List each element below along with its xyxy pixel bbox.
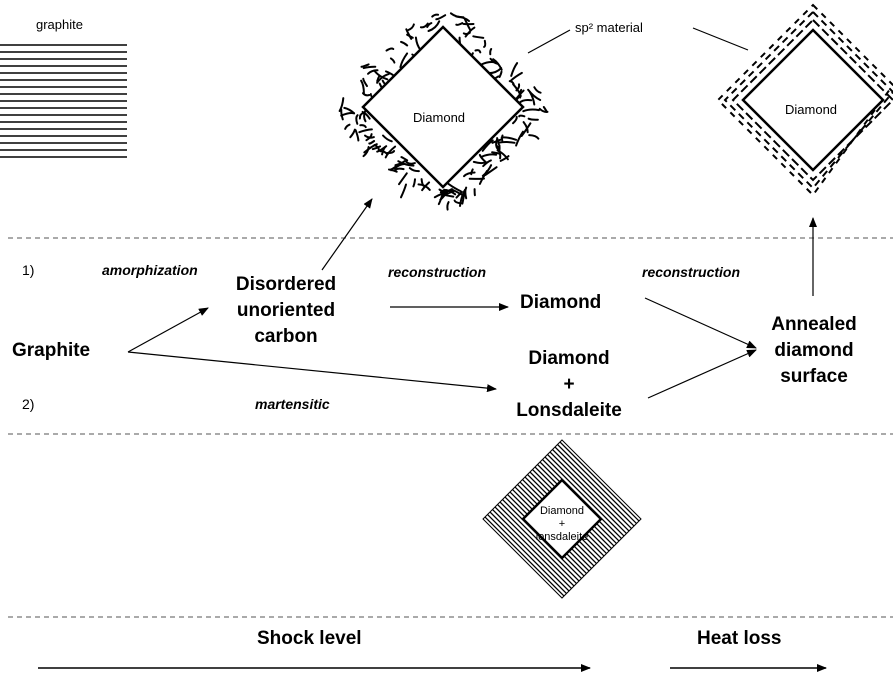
lonsdaleite-line: Lonsdaleite — [516, 400, 622, 421]
annealed-line-3: surface — [780, 366, 848, 387]
annealed-line-1: Annealed — [771, 314, 857, 335]
arrow-diamond-to-annealed — [644, 297, 757, 349]
diamond-sp2-shell — [716, 3, 893, 197]
shock-level-label: Shock level — [257, 628, 362, 649]
graphite-top-label: graphite — [36, 17, 83, 32]
graphite-layers-icon — [0, 44, 127, 158]
graphite-main-label: Graphite — [12, 340, 91, 361]
diamond-mid-label: Diamond — [520, 292, 602, 313]
arrow-graphite-to-diamond-lonsdaleite — [127, 351, 497, 393]
martensitic-label: martensitic — [255, 396, 330, 412]
diamond-lonsdaleite-label: Diamond + Lonsdaleite — [499, 346, 639, 424]
sp2-material-label: sp² material — [575, 20, 643, 35]
diamond-lower-line: Diamond — [528, 348, 610, 369]
diamond-right-shape — [741, 28, 885, 172]
inset-line-1: Diamond — [539, 505, 585, 517]
disordered-line-1: Disordered — [235, 274, 337, 295]
inset-line-2: + — [558, 518, 566, 530]
annealed-line-2: diamond — [774, 340, 854, 361]
inset-line-3: lonsdaleite — [535, 531, 589, 543]
disordered-carbon-label: Disordered unoriented carbon — [222, 272, 350, 350]
reconstruction-label-1: reconstruction — [388, 264, 487, 280]
annealed-surface-label: Annealed diamond surface — [755, 312, 873, 390]
pathway-1-label: 1) — [22, 262, 35, 278]
amorphization-label: amorphization — [102, 262, 198, 278]
plus-line: + — [563, 374, 575, 395]
diamond-right-label: Diamond — [785, 102, 838, 117]
diamond-disordered-coating — [338, 12, 549, 211]
sp2-leader-left — [527, 29, 571, 54]
arrow-lonsdaleite-to-annealed — [647, 349, 757, 399]
diamond-left-label: Diamond — [413, 110, 466, 125]
diamond-left-shape — [361, 25, 525, 189]
sp2-leader-right — [692, 27, 749, 51]
inset-diamond-lonsdaleite-label: Diamond + lonsdaleite — [526, 505, 598, 544]
disordered-line-3: carbon — [254, 326, 318, 347]
arrow-disordered-to-top-diamond — [321, 198, 373, 271]
disordered-line-2: unoriented — [236, 300, 336, 321]
arrow-graphite-to-disordered — [127, 307, 209, 353]
heat-loss-label: Heat loss — [697, 628, 782, 649]
pathway-2-label: 2) — [22, 396, 35, 412]
reconstruction-label-2: reconstruction — [642, 264, 741, 280]
